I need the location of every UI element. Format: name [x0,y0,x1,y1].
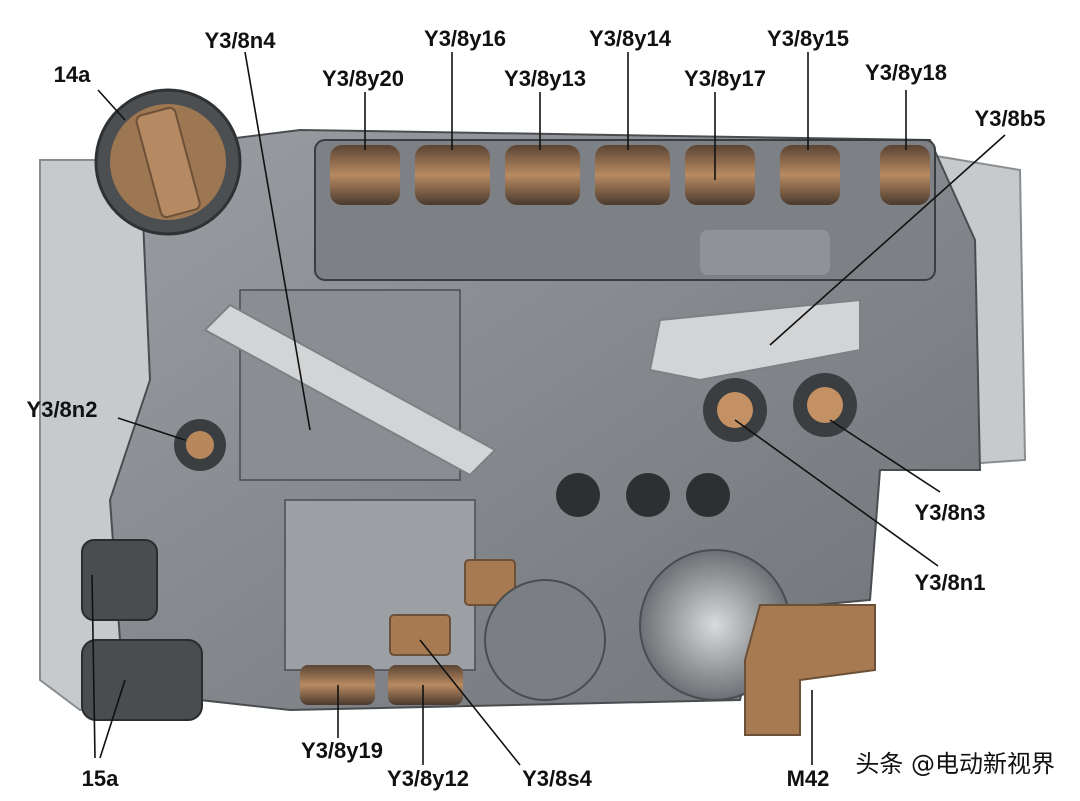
callout-14a: 14a [54,62,91,87]
bore-hole [686,473,730,517]
sensor-n1-core [717,392,753,428]
leader-y3-8s4 [419,639,521,766]
callout-y3-8y13: Y3/8y13 [504,66,586,91]
callout-y3-8y15: Y3/8y15 [767,26,849,51]
leader-y3-8n1 [734,419,939,567]
solenoid-y12 [388,665,463,705]
port-15a-upper [81,539,158,621]
callout-y3-8n1: Y3/8n1 [915,570,986,595]
right-bracket [648,298,861,382]
port-15a-lower [81,639,203,721]
callout-y3-8b5: Y3/8b5 [975,106,1046,131]
solenoid-y14 [595,145,670,205]
bore-hole [556,473,600,517]
switch-s4 [389,614,451,656]
callout-y3-8y20: Y3/8y20 [322,66,404,91]
connector-14a-key [135,106,201,219]
callout-y3-8y17: Y3/8y17 [684,66,766,91]
round-cover [484,579,606,701]
leader-y3-8n4 [244,51,311,431]
solenoid-y15 [780,145,840,205]
callout-m42: M42 [787,766,830,791]
sensor-n3-core [807,387,843,423]
bore-hole [626,473,670,517]
callout-15a: 15a [82,766,119,791]
leader-y3-8b5 [769,134,1006,346]
callout-y3-8y12: Y3/8y12 [387,766,469,791]
leader-y3-8n2 [117,417,186,441]
diagonal-brace [203,303,497,477]
solenoid-housing-bar [700,230,830,275]
sensor-n2-core [186,431,214,459]
callout-y3-8n2: Y3/8n2 [27,397,98,422]
callout-y3-8y19: Y3/8y19 [301,738,383,763]
watermark-text: 头条 @电动新视界 [855,750,1055,778]
solenoid-y13 [505,145,580,205]
solenoid-y20 [330,145,400,205]
callout-y3-8y14: Y3/8y14 [589,26,672,51]
callout-y3-8n4: Y3/8n4 [205,28,277,53]
motor-m42-terminal [744,604,876,736]
leader-y3-8n3 [829,419,941,493]
solenoid-y17 [685,145,755,205]
callout-y3-8s4: Y3/8s4 [522,766,592,791]
solenoid-y16 [415,145,490,205]
callout-y3-8n3: Y3/8n3 [915,500,986,525]
callout-y3-8y16: Y3/8y16 [424,26,506,51]
leader-15a-lower [99,679,126,759]
leader-14a [97,89,126,121]
copper-terminal [464,559,516,606]
leader-15a-upper [91,574,96,759]
solenoid-y18 [880,145,930,205]
callout-y3-8y18: Y3/8y18 [865,60,947,85]
